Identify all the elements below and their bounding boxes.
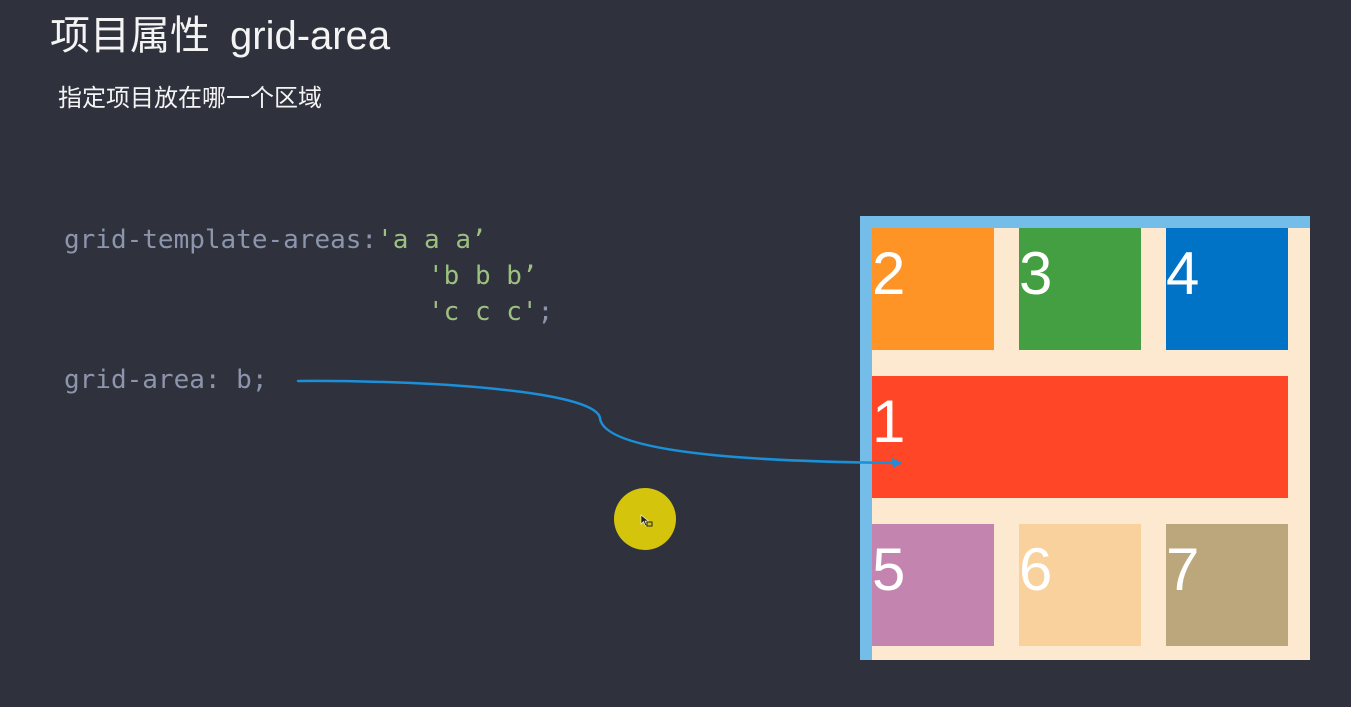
grid-cell-2: 2 (872, 228, 994, 350)
connector-arrowhead (892, 458, 902, 468)
grid-cell-5: 5 (872, 524, 994, 646)
code-grid-area-property: grid-area: b (64, 365, 252, 395)
code-template-row-c: 'c c c' (428, 297, 538, 327)
grid-cell-3: 3 (1019, 228, 1141, 350)
grid-container: 2 3 4 1 5 6 7 (860, 216, 1310, 660)
code-template-line-3: 'c c c'; (428, 294, 553, 330)
grid-cell-1: 1 (872, 376, 1288, 498)
grid-cell-label: 4 (1166, 240, 1200, 307)
grid-cell-label: 6 (1019, 536, 1053, 603)
page-title-en: grid-area (230, 14, 391, 58)
mouse-pointer-icon (640, 514, 653, 527)
page-title-zh: 项目属性 (50, 13, 210, 59)
code-template-row-a: 'a a a’ (377, 225, 487, 255)
code-template-property: grid-template-areas: (64, 225, 378, 255)
code-template-line-1: grid-template-areas:'a a a’ (64, 222, 487, 258)
grid-cell-label: 1 (872, 388, 906, 455)
code-grid-area-semicolon: ; (251, 365, 268, 395)
connector-curve (296, 379, 902, 465)
code-template-row-b: 'b b b’ (428, 261, 538, 291)
grid-cell-7: 7 (1166, 524, 1288, 646)
code-template-semicolon: ; (537, 297, 554, 327)
grid-cell-label: 3 (1019, 240, 1053, 307)
page-title: 项目属性 grid-area (50, 8, 390, 64)
grid-cell-label: 7 (1166, 536, 1200, 603)
cursor-highlight (614, 488, 676, 550)
code-template-line-2: 'b b b’ (428, 258, 538, 294)
grid-cell-6: 6 (1019, 524, 1141, 646)
code-grid-area-line: grid-area: b; (64, 362, 268, 398)
page-subtitle: 指定项目放在哪一个区域 (58, 84, 322, 112)
grid-cell-label: 2 (872, 240, 906, 307)
grid-cell-4: 4 (1166, 228, 1288, 350)
grid-cell-label: 5 (872, 536, 906, 603)
